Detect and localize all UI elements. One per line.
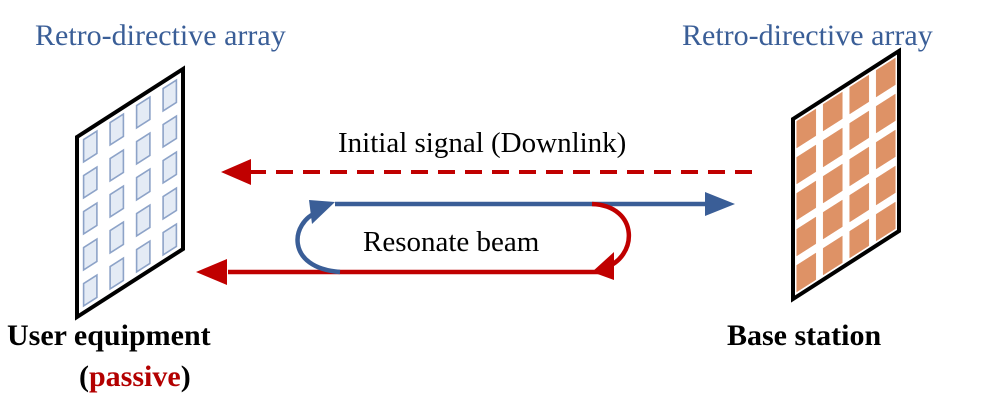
bs-array-elements bbox=[796, 57, 896, 293]
ue-mode-label: (passive) bbox=[79, 362, 191, 392]
red-arrowhead bbox=[196, 259, 227, 285]
ue-mode-value: passive bbox=[89, 360, 181, 393]
ue-array-element bbox=[162, 150, 178, 185]
bs-array-element bbox=[875, 57, 896, 98]
bs-array-element bbox=[875, 129, 896, 170]
bs-array-element bbox=[796, 216, 817, 257]
ue-array-element bbox=[82, 237, 98, 272]
bs-array-element bbox=[849, 146, 870, 187]
downlink-arrow bbox=[221, 159, 752, 185]
bs-array-element bbox=[822, 163, 843, 204]
bs-array-element bbox=[875, 165, 896, 206]
blue-curve-arrowhead bbox=[309, 200, 335, 224]
ue-array-element bbox=[135, 239, 151, 274]
ue-array-element bbox=[109, 184, 125, 219]
bs-array-element bbox=[849, 182, 870, 223]
downlink-label: Initial signal (Downlink) bbox=[338, 127, 627, 159]
ue-array-element bbox=[162, 186, 178, 221]
bs-array-element bbox=[796, 180, 817, 221]
ue-array-element bbox=[109, 148, 125, 183]
ue-array-element bbox=[135, 131, 151, 166]
bs-array-element bbox=[822, 91, 843, 132]
bs-array-element bbox=[822, 199, 843, 240]
ue-array-element bbox=[82, 273, 98, 308]
ue-array-element bbox=[82, 129, 98, 164]
bs-array-element bbox=[822, 127, 843, 168]
ue-device-label: User equipment bbox=[7, 319, 211, 352]
ue-array-panel bbox=[75, 65, 185, 321]
bs-array-element bbox=[849, 110, 870, 151]
bs-device-label: Base station bbox=[727, 319, 882, 352]
ue-array-element bbox=[82, 201, 98, 236]
red-curve-arrowhead bbox=[592, 252, 614, 280]
resonate-beam-loop bbox=[196, 192, 735, 285]
ue-array-element bbox=[135, 203, 151, 238]
ue-mode-open: ( bbox=[79, 360, 89, 393]
ue-array-element bbox=[109, 256, 125, 291]
ue-array-element bbox=[162, 114, 178, 149]
ue-array-title: Retro-directive array bbox=[35, 19, 286, 52]
bs-array-element bbox=[796, 252, 817, 293]
bs-array-element bbox=[849, 74, 870, 115]
bs-array-element bbox=[822, 235, 843, 276]
blue-arrowhead bbox=[705, 192, 735, 216]
ue-array-element bbox=[135, 167, 151, 202]
ue-array-element bbox=[109, 220, 125, 255]
bs-array-element bbox=[875, 201, 896, 242]
ue-mode-close: ) bbox=[180, 360, 191, 393]
resonate-beam-label: Resonate beam bbox=[363, 226, 540, 258]
bs-array-element bbox=[849, 218, 870, 259]
bs-array-element bbox=[796, 108, 817, 149]
bs-array-element bbox=[796, 144, 817, 185]
ue-array-element bbox=[162, 78, 178, 113]
bs-array-element bbox=[875, 93, 896, 134]
ue-array-elements bbox=[82, 78, 178, 308]
ue-array-element bbox=[82, 165, 98, 200]
bs-array-title: Retro-directive array bbox=[682, 19, 933, 52]
bs-array-panel bbox=[791, 47, 901, 303]
ue-array-element bbox=[109, 112, 125, 147]
ue-array-element bbox=[162, 222, 178, 257]
ue-array-element bbox=[135, 95, 151, 130]
